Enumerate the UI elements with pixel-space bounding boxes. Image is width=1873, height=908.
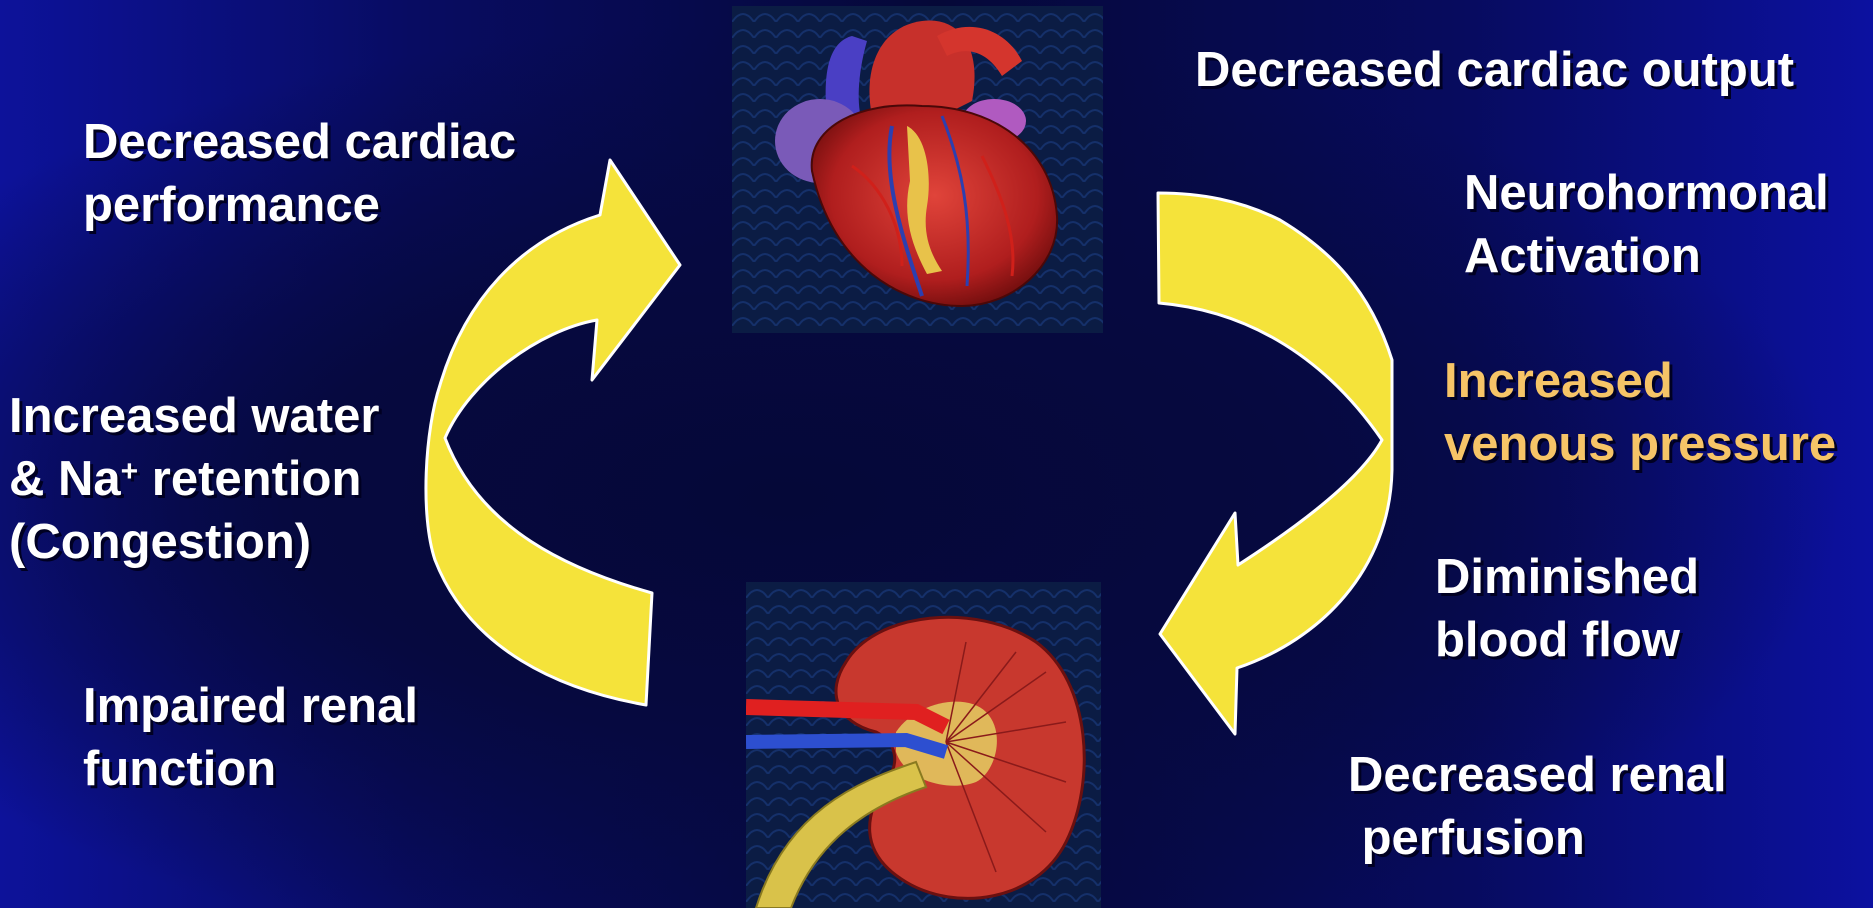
- label-fragment: & Na: [9, 452, 121, 506]
- label-increased-venous-pressure: Increased venous pressure: [1444, 350, 1836, 476]
- label-line: Diminished: [1435, 546, 1699, 609]
- label-line: Activation: [1464, 225, 1829, 288]
- label-line: Increased water: [9, 385, 379, 448]
- label-line: blood flow: [1435, 609, 1699, 672]
- label-line: venous pressure: [1444, 413, 1836, 476]
- label-line: Decreased cardiac: [83, 111, 516, 174]
- label-line: & Na+ retention: [9, 448, 379, 511]
- label-neurohormonal-activation: Neurohormonal Activation: [1464, 162, 1829, 288]
- label-fragment: retention: [138, 452, 361, 506]
- label-line: Decreased cardiac output: [1195, 39, 1794, 102]
- kidney-image: [746, 582, 1101, 908]
- label-line: function: [83, 738, 418, 801]
- heart-image: [732, 6, 1103, 333]
- label-line: Neurohormonal: [1464, 162, 1829, 225]
- label-impaired-renal-function: Impaired renal function: [83, 675, 418, 801]
- label-line: Increased: [1444, 350, 1836, 413]
- label-decreased-renal-perfusion: Decreased renal perfusion: [1348, 744, 1727, 870]
- heart-illustration: [732, 6, 1103, 333]
- label-diminished-blood-flow: Diminished blood flow: [1435, 546, 1699, 672]
- superscript-plus: +: [121, 455, 139, 488]
- label-line: performance: [83, 174, 516, 237]
- label-decreased-cardiac-performance: Decreased cardiac performance: [83, 111, 516, 237]
- label-line: (Congestion): [9, 511, 379, 574]
- right-cycle-arrow: [1158, 193, 1392, 734]
- label-line: Decreased renal: [1348, 744, 1727, 807]
- label-line: perfusion: [1348, 807, 1727, 870]
- left-cycle-arrow: [426, 160, 680, 705]
- label-decreased-cardiac-output: Decreased cardiac output: [1195, 39, 1794, 102]
- kidney-illustration: [746, 582, 1101, 908]
- label-line: Impaired renal: [83, 675, 418, 738]
- label-increased-water-retention: Increased water & Na+ retention (Congest…: [9, 385, 379, 574]
